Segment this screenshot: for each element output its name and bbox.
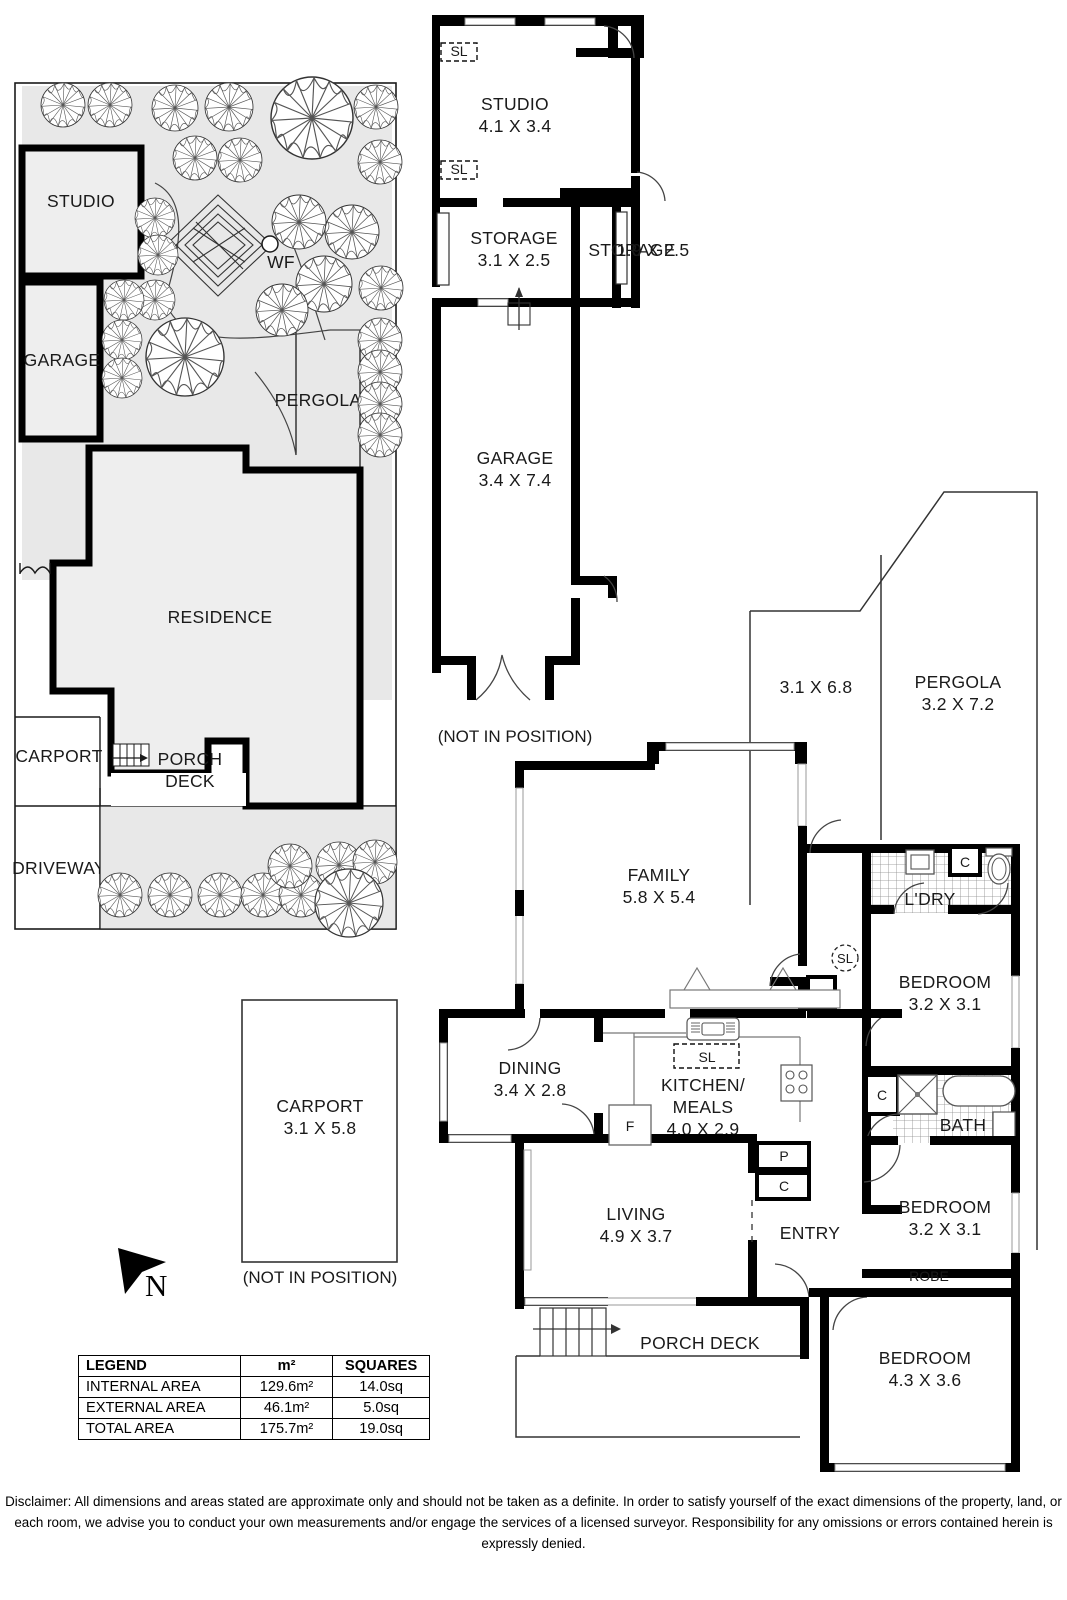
cupboard-marker: C — [864, 1073, 900, 1116]
pergola-room-dims: 3.2 X 7.2 — [922, 694, 995, 714]
garage-room-name: GARAGE — [477, 448, 554, 468]
site-wf-label: WF — [267, 252, 295, 272]
svg-text:C: C — [877, 1087, 887, 1103]
cupboard-marker: C — [948, 845, 982, 877]
pantry-marker: P — [755, 1141, 811, 1171]
legend-table: LEGEND m² SQUARES INTERNAL AREA 129.6m² … — [78, 1355, 430, 1440]
dining-room-name: DINING — [498, 1058, 561, 1078]
outbuilding-not-in-position: (NOT IN POSITION) — [438, 727, 593, 746]
legend-header-row: LEGEND m² SQUARES — [78, 1355, 430, 1377]
pergola-left-dims: 3.1 X 6.8 — [780, 677, 853, 697]
cooktop-icon — [780, 1064, 813, 1102]
svg-text:C: C — [779, 1178, 789, 1194]
stairs-arrow — [507, 287, 531, 330]
storage2-room-name: STORAGE — [588, 240, 675, 260]
disclaimer-text: Disclaimer: All dimensions and areas sta… — [5, 1494, 1062, 1551]
studio-room-name: STUDIO — [481, 94, 549, 114]
carport-room-name: CARPORT — [276, 1096, 363, 1116]
porch-stairs — [533, 1307, 621, 1357]
legend-row0-m2: 129.6m² — [239, 1376, 334, 1398]
svg-text:SL: SL — [698, 1049, 715, 1065]
sink-icon — [686, 1017, 740, 1041]
living-room-dims: 4.9 X 3.7 — [600, 1226, 673, 1246]
site-pergola-label: PERGOLA — [275, 390, 362, 410]
table-row: INTERNAL AREA 129.6m² 14.0sq — [78, 1376, 430, 1398]
site-porch-stairs — [112, 743, 150, 767]
svg-text:C: C — [960, 854, 970, 870]
skylight-marker: SL — [673, 1043, 740, 1069]
skylight-marker: SL — [440, 160, 478, 180]
legend-row0-label: INTERNAL AREA — [78, 1376, 241, 1398]
bedroom1-name: BEDROOM — [899, 972, 992, 992]
shower-icon — [897, 1074, 938, 1115]
house-plan-group: FAMILY 5.8 X 5.4 C SL DINING 3.4 X 2.8 — [439, 742, 1020, 1472]
legend-header-2: SQUARES — [332, 1355, 430, 1377]
storage-room-name: STORAGE — [470, 228, 557, 248]
living-room-name: LIVING — [606, 1204, 665, 1224]
legend-row2-label: TOTAL AREA — [78, 1418, 241, 1440]
site-porch-label-2: DECK — [165, 771, 215, 791]
compass-north-label: N — [145, 1268, 167, 1303]
legend-row1-m2: 46.1m² — [239, 1397, 334, 1419]
water-feature-icon — [261, 235, 279, 253]
storage-room-dims: 3.1 X 2.5 — [478, 250, 551, 270]
site-studio-label: STUDIO — [47, 191, 115, 211]
table-row: TOTAL AREA 175.7m² 19.0sq — [78, 1418, 430, 1440]
carport-plan-group: CARPORT 3.1 X 5.8 (NOT IN POSITION) — [241, 999, 398, 1287]
garden-path — [154, 182, 392, 456]
bath-label: BATH — [940, 1115, 987, 1135]
legend-row0-sq: 14.0sq — [332, 1376, 430, 1398]
family-room-name: FAMILY — [628, 865, 691, 885]
bedroom3-name: BEDROOM — [879, 1348, 972, 1368]
porch-deck-label: PORCH DECK — [640, 1333, 760, 1353]
carport-not-in-position: (NOT IN POSITION) — [243, 1268, 398, 1287]
svg-text:SL: SL — [837, 951, 853, 966]
svg-text:F: F — [626, 1118, 635, 1134]
legend-row1-sq: 5.0sq — [332, 1397, 430, 1419]
paved-feature — [165, 194, 273, 297]
bedroom1-dims: 3.2 X 3.1 — [909, 994, 982, 1014]
legend-row2-m2: 175.7m² — [239, 1418, 334, 1440]
site-garage-label: GARAGE — [24, 350, 101, 370]
bedroom3-dims: 4.3 X 3.6 — [889, 1370, 962, 1390]
legend-row1-label: EXTERNAL AREA — [78, 1397, 241, 1419]
legend-row2-sq: 19.0sq — [332, 1418, 430, 1440]
site-plan-group: STUDIO GARAGE CARPORT DRIVEWAY PERGOLA R… — [12, 76, 404, 938]
outbuilding-plan-group: SL SL STUDIO 4.1 X 3.4 STORAGE 3.1 X 2.5 — [432, 15, 690, 746]
pergola-room-name: PERGOLA — [915, 672, 1002, 692]
site-driveway-label: DRIVEWAY — [12, 858, 106, 878]
svg-text:SL: SL — [450, 161, 467, 177]
family-room-dims: 5.8 X 5.4 — [623, 887, 696, 907]
storage2-room-dims: 1.9 X 2.5 — [617, 240, 690, 260]
kitchen-room-name2: MEALS — [673, 1097, 734, 1117]
site-porch-label-1: PORCH — [158, 749, 223, 769]
entry-label: ENTRY — [780, 1223, 841, 1243]
north-compass: N — [118, 1248, 167, 1303]
site-carport-label: CARPORT — [15, 746, 102, 766]
table-row: EXTERNAL AREA 46.1m² 5.0sq — [78, 1397, 430, 1419]
dining-room-dims: 3.4 X 2.8 — [494, 1080, 567, 1100]
laundry-label: L'DRY — [904, 889, 955, 909]
pergola-plan-group: 3.1 X 6.8 PERGOLA 3.2 X 7.2 — [749, 491, 1038, 1250]
bedroom2-name: BEDROOM — [899, 1197, 992, 1217]
site-residence-label: RESIDENCE — [168, 607, 273, 627]
svg-text:SL: SL — [450, 43, 467, 59]
skylight-circle-marker: SL — [831, 944, 859, 972]
garage-room-dims: 3.4 X 7.4 — [479, 470, 552, 490]
svg-text:P: P — [779, 1148, 788, 1164]
bedroom2-dims: 3.2 X 3.1 — [909, 1219, 982, 1239]
legend-header-1: m² — [239, 1355, 334, 1377]
kitchen-room-name: KITCHEN/ — [661, 1075, 745, 1095]
studio-room-dims: 4.1 X 3.4 — [479, 116, 552, 136]
fridge-marker: F — [608, 1104, 652, 1146]
cupboard-marker: C — [755, 1171, 811, 1201]
legend-header-0: LEGEND — [78, 1355, 241, 1377]
robe-label: ROBE — [909, 1268, 949, 1284]
carport-room-dims: 3.1 X 5.8 — [284, 1118, 357, 1138]
toilet-icon — [985, 847, 1013, 885]
skylight-marker: SL — [440, 42, 478, 62]
